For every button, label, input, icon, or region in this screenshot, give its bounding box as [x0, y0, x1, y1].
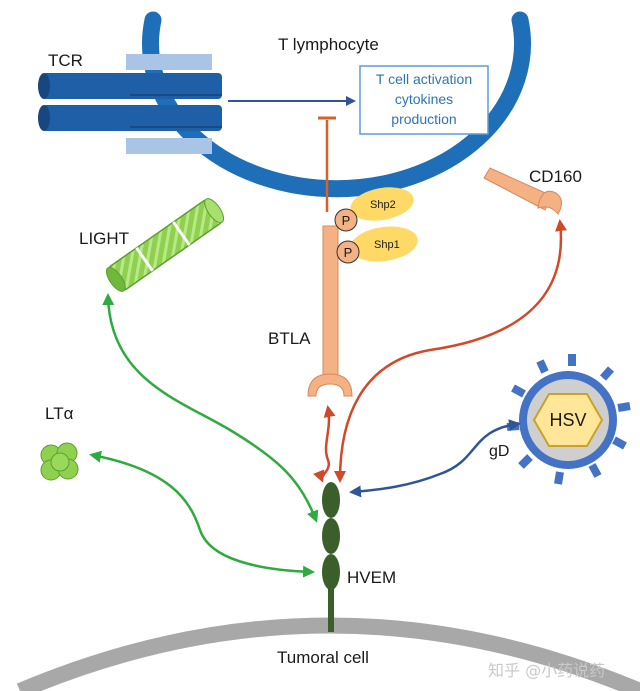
- watermark-text: 知乎 @小药说药: [488, 661, 605, 680]
- activation-text-1: T cell activation: [376, 71, 472, 87]
- activation-text-2: cytokines: [395, 91, 453, 107]
- phospho-label-2: P: [344, 245, 353, 260]
- tcr-label: TCR: [48, 51, 83, 70]
- tcr-complex: [38, 54, 222, 154]
- tcr-chain-1-end: [38, 73, 50, 99]
- phospho-label-1: P: [342, 213, 351, 228]
- cd160-receptor: [483, 167, 562, 215]
- shp2-protein: [350, 187, 414, 221]
- tcr-chain-2-end: [38, 105, 50, 131]
- hvem-label: HVEM: [347, 568, 396, 587]
- hsv-label: HSV: [549, 410, 586, 430]
- light-ligand: [105, 198, 225, 292]
- lt-alpha-label: LTα: [45, 404, 74, 423]
- inhibition-marker: [318, 116, 336, 212]
- red-arrow-btla-hvem: [313, 405, 336, 483]
- shp1-label: Shp1: [374, 239, 400, 251]
- tumoral-cell-label: Tumoral cell: [277, 648, 369, 667]
- lt-alpha-trimer: [40, 442, 79, 481]
- activation-text-3: production: [391, 111, 456, 127]
- cd160-label: CD160: [529, 167, 582, 186]
- gd-label: gD: [489, 443, 509, 460]
- light-label: LIGHT: [79, 229, 129, 248]
- green-arrow-ltalpha-hvem: [89, 450, 315, 578]
- red-arrow-cd160-hvem: [334, 219, 567, 483]
- hvem-receptor: [322, 482, 340, 632]
- cd3-bar-top: [126, 54, 212, 70]
- shp2-label: Shp2: [370, 199, 396, 211]
- cd3-bar-bottom: [126, 138, 212, 154]
- blue-arrow-hsv-hvem: [349, 419, 521, 498]
- t-lymphocyte-label: T lymphocyte: [278, 35, 379, 54]
- activation-box: [359, 65, 489, 135]
- tcr-chain-2: [42, 105, 222, 131]
- tcr-chain-1: [42, 73, 222, 99]
- btla-label: BTLA: [268, 329, 311, 348]
